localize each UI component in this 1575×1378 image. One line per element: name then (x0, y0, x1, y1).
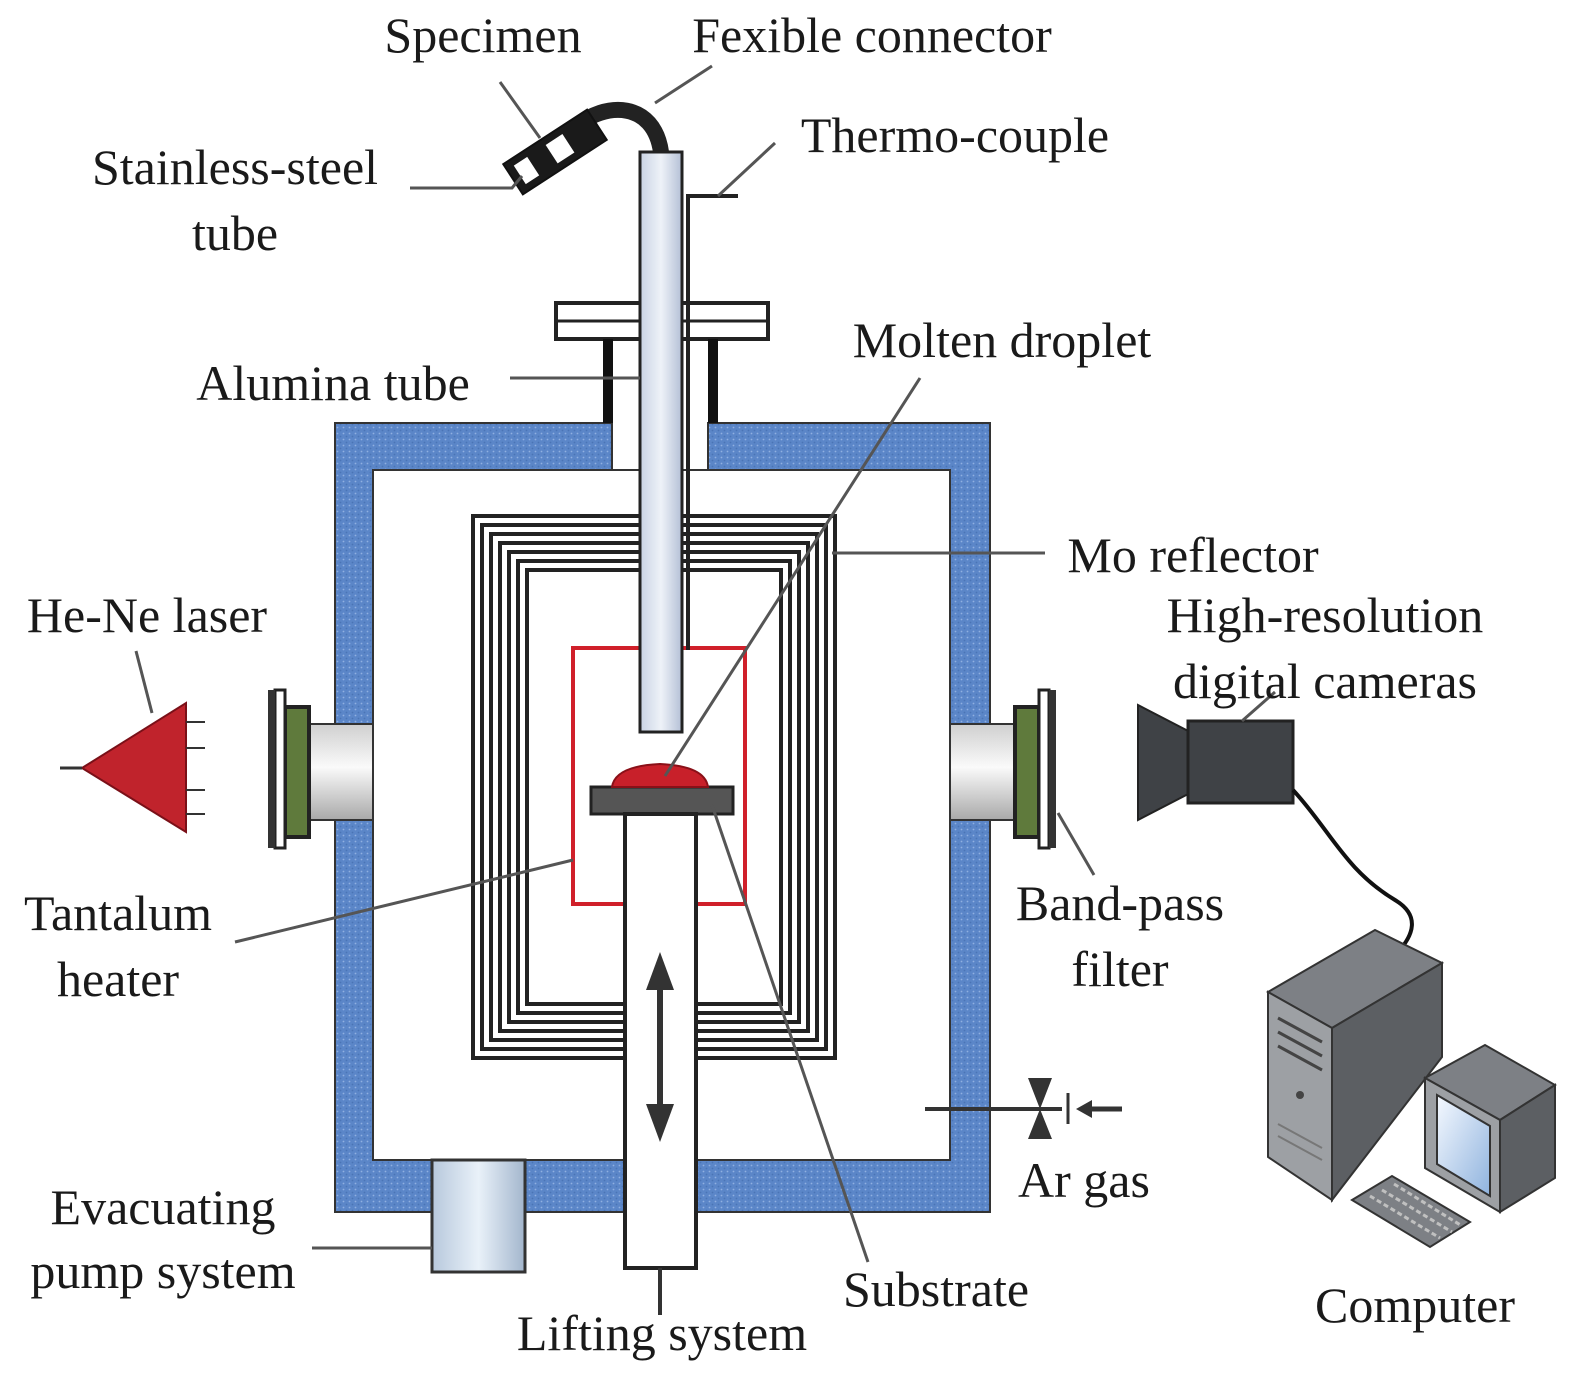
thermocouple-wire (686, 194, 738, 650)
label-tantalum-heater-line1: Tantalum (24, 885, 212, 941)
alumina-tube (638, 150, 684, 734)
label-ar-gas: Ar gas (1018, 1152, 1150, 1208)
label-band-pass-line1: Band-pass (1016, 875, 1224, 931)
leader-lines (134, 64, 1276, 1263)
label-he-ne-laser: He-Ne laser (27, 587, 267, 643)
substrate (589, 785, 735, 816)
right-window-port (949, 688, 1056, 850)
camera-cable (1291, 788, 1414, 957)
label-substrate: Substrate (843, 1261, 1029, 1317)
label-camera-line2: digital cameras (1173, 653, 1477, 709)
molten-droplet (610, 762, 710, 788)
leader-specimen (498, 81, 542, 139)
leader-he-ne-laser (134, 650, 154, 714)
leader-thermocouple (716, 141, 777, 198)
leader-tantalum-heater (234, 858, 574, 944)
label-lifting-system: Lifting system (517, 1305, 807, 1361)
he-ne-laser (60, 701, 205, 834)
lifting-double-arrow (646, 952, 674, 1142)
label-camera-line1: High-resolution (1167, 587, 1484, 643)
label-stainless-tube-line1: Stainless-steel (92, 139, 378, 195)
labels: Specimen Fexible connector Thermo-couple… (24, 7, 1515, 1361)
label-evacuating-line2: pump system (30, 1243, 295, 1299)
label-tantalum-heater-line2: heater (57, 951, 179, 1007)
leader-substrate (710, 804, 870, 1263)
label-evacuating-line1: Evacuating (51, 1179, 276, 1235)
label-band-pass-line2: filter (1071, 941, 1169, 997)
label-thermocouple: Thermo-couple (801, 107, 1109, 163)
computer (1265, 928, 1557, 1249)
label-specimen: Specimen (384, 7, 581, 63)
evacuating-pump-port (430, 1158, 527, 1274)
leader-stainless-tube (410, 175, 524, 190)
label-molten-droplet: Molten droplet (853, 312, 1152, 368)
ar-gas-valve (925, 1078, 1070, 1139)
label-flexible-connector: Fexible connector (692, 7, 1052, 63)
label-computer: Computer (1315, 1277, 1515, 1333)
leader-flexible-connector (654, 64, 713, 105)
leader-molten-droplet (663, 377, 922, 777)
left-window-port (268, 688, 374, 850)
leader-band-pass-filter (1056, 812, 1096, 876)
digital-camera (1137, 703, 1295, 822)
label-alumina-tube: Alumina tube (196, 355, 470, 411)
leader-camera (1241, 690, 1276, 723)
stainless-steel-tube (501, 108, 609, 196)
label-stainless-tube-line2: tube (192, 205, 278, 261)
ar-gas-inlet-arrow (1076, 1100, 1122, 1118)
label-mo-reflector: Mo reflector (1067, 527, 1319, 583)
